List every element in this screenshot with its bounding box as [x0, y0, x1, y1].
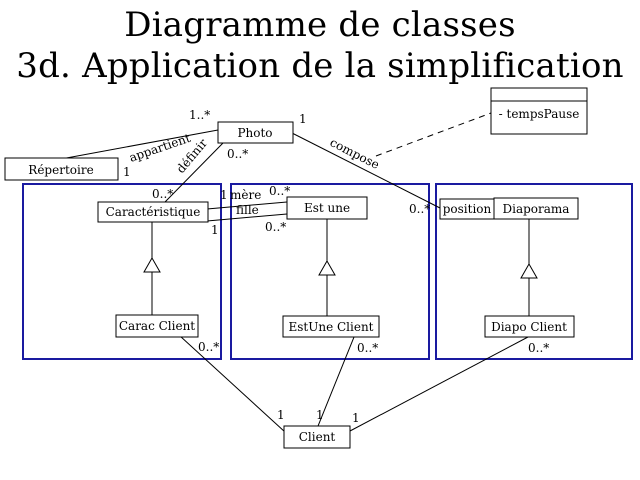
mult-estune-fille: 0..* [265, 220, 286, 234]
class-diaporama-label: Diaporama [503, 202, 570, 216]
class-est-une-label: Est une [304, 201, 350, 215]
diagram-title-line-2: 3d. Application de la simplification [16, 46, 624, 86]
mult-photo-definir: 0..* [227, 147, 248, 161]
class-diapo-client: Diapo Client [484, 315, 575, 338]
class-diaporama-qualified: position Diaporama [439, 197, 579, 220]
class-estune-client-label: EstUne Client [288, 320, 373, 334]
mult-client-right: 1 [352, 411, 360, 425]
package-est-une [230, 183, 430, 360]
mult-carac-client: 0..* [198, 340, 219, 354]
label-compose: compose [328, 135, 382, 172]
class-est-une: Est une [286, 196, 368, 220]
package-diaporama [435, 183, 633, 360]
mult-diaporama-position: 0..* [409, 202, 430, 216]
class-attribute-box: - tempsPause [490, 87, 588, 135]
attribute-temps-pause: - tempsPause [499, 107, 580, 121]
association-appartient-line [60, 129, 219, 160]
class-diapo-client-label: Diapo Client [491, 320, 567, 334]
class-caracteristique: Caractéristique [97, 201, 209, 223]
client-diapo-line [349, 336, 529, 432]
label-fille: fille [236, 203, 259, 217]
mult-estune-mere: 0..* [269, 184, 290, 198]
association-class-dashed-line [375, 112, 492, 157]
association-mere-line [206, 201, 288, 210]
mult-carac-definir: 0..* [152, 187, 173, 201]
mult-client-mid: 1 [316, 408, 324, 422]
diagram-title-line-1: Diagramme de classes [124, 5, 516, 45]
client-estune-line [317, 336, 355, 427]
inheritance-arrow-estune [318, 259, 336, 276]
class-carac-client: Carac Client [115, 314, 199, 338]
mult-client-left: 1 [277, 408, 285, 422]
mult-photo-repertoire: 1..* [189, 108, 210, 122]
association-compose-line [291, 132, 441, 209]
mult-estune-client: 0..* [357, 341, 378, 355]
class-carac-client-label: Carac Client [119, 319, 195, 333]
label-mere: mère [230, 188, 261, 202]
client-carac-line [179, 335, 286, 433]
mult-photo-compose: 1 [299, 112, 307, 126]
mult-carac-mere: 1 [220, 188, 228, 202]
class-caracteristique-label: Caractéristique [106, 205, 201, 219]
mult-diapo-client: 0..* [528, 341, 549, 355]
class-repertoire: Répertoire [4, 157, 119, 181]
association-definir-line [164, 142, 224, 203]
class-client-label: Client [299, 430, 336, 444]
mult-repertoire: 1 [123, 165, 131, 179]
inheritance-arrow-diapo [520, 262, 538, 279]
class-estune-client: EstUne Client [282, 315, 380, 338]
mult-carac-fille: 1 [211, 223, 219, 237]
package-caracteristique [22, 183, 222, 360]
class-photo-label: Photo [237, 126, 272, 140]
class-repertoire-label: Répertoire [28, 163, 93, 177]
qualifier-position-label: position [443, 202, 492, 216]
association-fille-line [206, 213, 288, 222]
class-client: Client [283, 425, 351, 449]
inheritance-arrow-carac [143, 256, 161, 273]
class-photo: Photo [217, 121, 294, 144]
